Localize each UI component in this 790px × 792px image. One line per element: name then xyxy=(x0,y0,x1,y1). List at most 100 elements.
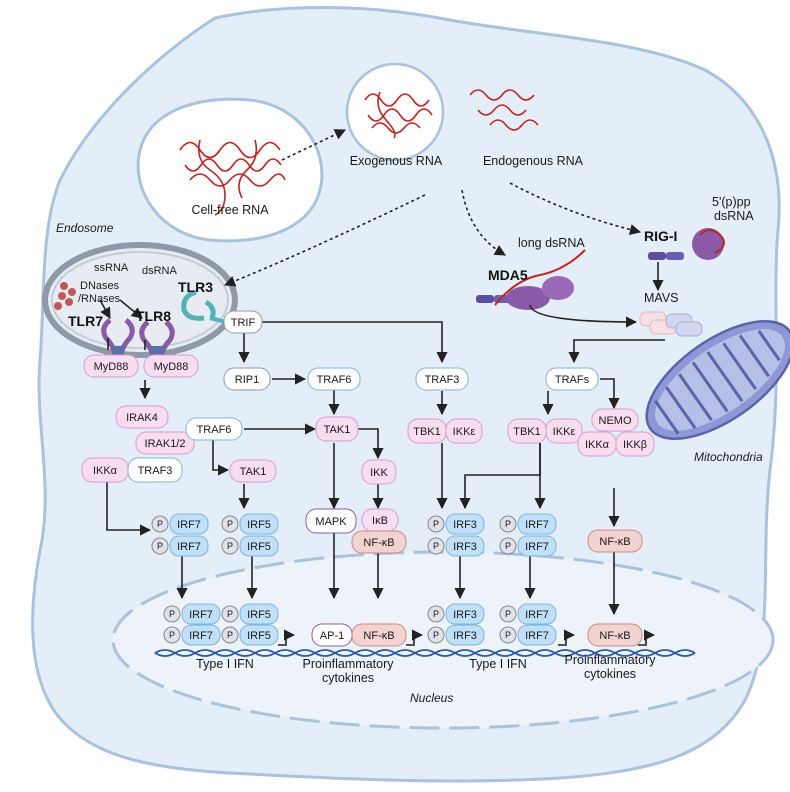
svg-text:IKKε: IKKε xyxy=(453,426,476,438)
svg-text:IKKα: IKKα xyxy=(93,465,118,477)
svg-text:IKK: IKK xyxy=(370,467,388,479)
svg-text:P: P xyxy=(227,630,233,640)
irf5-pair-nuc: P IRF5 P IRF5 xyxy=(221,603,279,646)
extracellular-space xyxy=(136,97,324,243)
node-ikke-center: IKKε xyxy=(445,418,483,444)
svg-text:TRAF3: TRAF3 xyxy=(138,465,173,477)
svg-text:P: P xyxy=(169,630,175,640)
node-rip1: RIP1 xyxy=(223,367,271,391)
svg-text:IKKβ: IKKβ xyxy=(623,439,647,451)
node-myd88-right: MyD88 xyxy=(143,354,199,378)
svg-text:IRF3: IRF3 xyxy=(453,541,477,553)
endosome xyxy=(42,242,238,358)
svg-text:TBK1: TBK1 xyxy=(413,426,441,438)
node-ikka-right: IKKα xyxy=(577,431,617,457)
node-ikk: IKK xyxy=(361,459,397,485)
svg-text:IRF7: IRF7 xyxy=(177,519,201,531)
svg-text:TAK1: TAK1 xyxy=(324,424,351,436)
svg-text:NF-κB: NF-κB xyxy=(599,630,630,642)
arrow-exogenous-to-rigi xyxy=(509,182,642,236)
svg-text:IRF3: IRF3 xyxy=(453,630,477,642)
node-trafs: TRAFs xyxy=(545,367,599,391)
svg-text:NF-κB: NF-κB xyxy=(363,630,394,642)
svg-text:IRF7: IRF7 xyxy=(177,541,201,553)
dnase-icon xyxy=(54,282,76,310)
svg-text:P: P xyxy=(227,541,233,551)
arrow-tak1-to-ikk xyxy=(352,428,384,460)
svg-text:MyD88: MyD88 xyxy=(154,361,189,373)
svg-text:IRF7: IRF7 xyxy=(189,609,213,621)
svg-text:AP-1: AP-1 xyxy=(320,630,344,642)
node-ikb: IκB xyxy=(361,508,399,532)
cell-free-rna-icon xyxy=(179,139,286,216)
node-trif: TRIF xyxy=(223,310,263,334)
node-tbk1-center: TBK1 xyxy=(407,418,447,444)
label-5ppp: 5'(p)pp xyxy=(712,195,751,209)
svg-text:IRAK4: IRAK4 xyxy=(126,412,158,424)
exogenous-rna-icon xyxy=(364,91,433,139)
arrow-ss-to-tlr7 xyxy=(99,299,111,319)
node-nfkb-right: NF-κB xyxy=(587,529,643,553)
label-mda5: MDA5 xyxy=(488,267,528,283)
svg-text:IKKα: IKKα xyxy=(585,439,610,451)
label-type1-ifn-left: Type I IFN xyxy=(196,657,254,671)
svg-text:IRF5: IRF5 xyxy=(247,519,271,531)
svg-text:TRAF3: TRAF3 xyxy=(425,374,460,386)
node-traf6-left: TRAF6 xyxy=(185,417,243,441)
node-traf3: TRAF3 xyxy=(415,367,469,391)
irf3-pair-nuc: P IRF3 P IRF3 xyxy=(427,603,485,646)
node-nfkb-nuc-right: NF-κB xyxy=(587,623,643,647)
svg-text:P: P xyxy=(505,630,511,640)
label-endosome: Endosome xyxy=(56,221,114,235)
svg-text:TAK1: TAK1 xyxy=(240,466,267,478)
node-irak12: IRAK1/2 xyxy=(135,431,195,455)
arrow-ikka-to-irf7 xyxy=(106,482,152,536)
label-rnases: /RNases xyxy=(78,293,121,305)
arrow-exogenous-to-endosome xyxy=(223,194,426,287)
node-nfkb-center: NF-κB xyxy=(351,530,407,554)
svg-text:TRAFs: TRAFs xyxy=(555,374,590,386)
svg-text:IRF3: IRF3 xyxy=(453,609,477,621)
svg-text:IRF7: IRF7 xyxy=(189,630,213,642)
irf7-pair-right-cyto: P IRF7 P IRF7 xyxy=(499,513,557,557)
svg-text:TRAF6: TRAF6 xyxy=(197,424,232,436)
svg-text:TRAF6: TRAF6 xyxy=(317,374,352,386)
endogenous-rna-icon xyxy=(469,89,539,131)
node-traf3-left: TRAF3 xyxy=(127,457,183,483)
label-dsrna-endosome: dsRNA xyxy=(142,265,178,277)
rigi-protein-icon xyxy=(648,228,725,260)
exogenous-rna-vesicle xyxy=(345,62,445,162)
node-tbk1-right: TBK1 xyxy=(507,418,547,444)
node-ikka-left: IKKα xyxy=(81,457,129,483)
node-ikkb-right: IKKβ xyxy=(615,431,655,457)
svg-text:P: P xyxy=(169,609,175,619)
label-long-dsrna: long dsRNA xyxy=(518,236,585,250)
node-tak1-left: TAK1 xyxy=(229,459,277,483)
svg-text:P: P xyxy=(227,609,233,619)
svg-text:IRF7: IRF7 xyxy=(525,519,549,531)
svg-text:MAPK: MAPK xyxy=(315,516,347,528)
svg-text:IRF5: IRF5 xyxy=(247,541,271,553)
label-mitochondria: Mitochondria xyxy=(694,450,763,464)
label-proinflammatory-center: Proinflammatory xyxy=(303,657,395,671)
tlr3-receptor-icon xyxy=(181,289,227,324)
irf5-pair-cyto: P IRF5 P IRF5 xyxy=(221,513,279,557)
label-mavs: MAVS xyxy=(644,291,679,305)
node-ikke-right: IKKε xyxy=(545,418,583,444)
arrow-mavs-to-trafs xyxy=(568,339,665,364)
node-mapk: MAPK xyxy=(305,508,357,534)
irf7-pair-right-nuc: P IRF7 P IRF7 xyxy=(499,603,557,646)
label-ssrna: ssRNA xyxy=(94,262,129,274)
svg-text:P: P xyxy=(227,519,233,529)
label-tlr3: TLR3 xyxy=(178,279,213,295)
mitochondria-icon xyxy=(645,320,790,440)
arrow-tx-3 xyxy=(558,629,576,646)
node-nemo: NEMO xyxy=(591,408,639,432)
label-proinflammatory-right: Proinflammatory xyxy=(565,653,657,667)
svg-text:P: P xyxy=(433,519,439,529)
node-irak4: IRAK4 xyxy=(115,405,169,429)
arrow-trafs-to-nemo xyxy=(600,378,620,410)
svg-text:IRF7: IRF7 xyxy=(525,609,549,621)
svg-text:IRAK1/2: IRAK1/2 xyxy=(145,438,186,450)
